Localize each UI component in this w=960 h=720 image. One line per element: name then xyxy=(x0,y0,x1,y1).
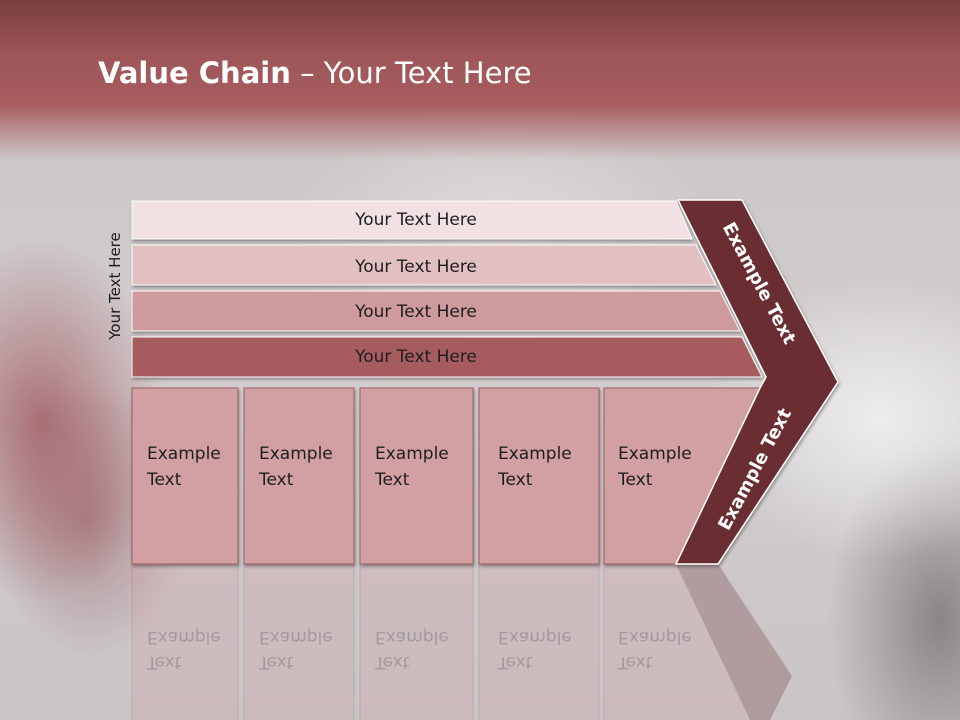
box-4-line2: Text xyxy=(497,470,533,490)
bar-label-2: Your Text Here xyxy=(354,257,477,277)
box-5-line1: Example xyxy=(618,444,692,464)
title-bold: Value Chain xyxy=(98,56,291,90)
box-3-line2: Text xyxy=(374,470,410,490)
bar-1 xyxy=(131,200,693,240)
reflect-text-9: Example xyxy=(498,627,572,647)
box-5-line2: Text xyxy=(617,470,653,490)
title-rest: – Your Text Here xyxy=(290,56,532,90)
reflect-text-8: Example xyxy=(375,627,449,647)
box-2-line1: Example xyxy=(259,444,333,464)
bar-4 xyxy=(131,336,763,378)
bar-label-1: Your Text Here xyxy=(354,210,477,230)
reflect-text-10: Example xyxy=(618,627,692,647)
box-2-line2: Text xyxy=(258,470,294,490)
bar-3 xyxy=(131,290,741,332)
chevron-arrow xyxy=(674,199,839,565)
box-1-line2: Text xyxy=(146,470,182,490)
activity-box-2 xyxy=(243,387,355,565)
bar-label-4: Your Text Here xyxy=(354,347,477,367)
activity-box-3 xyxy=(359,387,474,565)
reflect-text-1: Text xyxy=(146,652,182,672)
reflect-text-4: Text xyxy=(497,652,533,672)
reflect-text-3: Text xyxy=(374,652,410,672)
reflect-text-7: Example xyxy=(259,627,333,647)
header-band xyxy=(0,0,960,160)
activity-box-1 xyxy=(131,387,239,565)
reflection: Text Text Text Text Text Example Example… xyxy=(131,563,792,720)
bar-label-3: Your Text Here xyxy=(354,302,477,322)
reflect-text-5: Text xyxy=(617,652,653,672)
activity-box-4 xyxy=(478,387,600,565)
box-4-line1: Example xyxy=(498,444,572,464)
box-3-line1: Example xyxy=(375,444,449,464)
box-1-line1: Example xyxy=(147,444,221,464)
reflect-text-2: Text xyxy=(258,652,294,672)
bar-2 xyxy=(131,244,717,286)
slide-title: Value Chain – Your Text Here xyxy=(98,56,532,90)
reflect-text-6: Example xyxy=(147,627,221,647)
